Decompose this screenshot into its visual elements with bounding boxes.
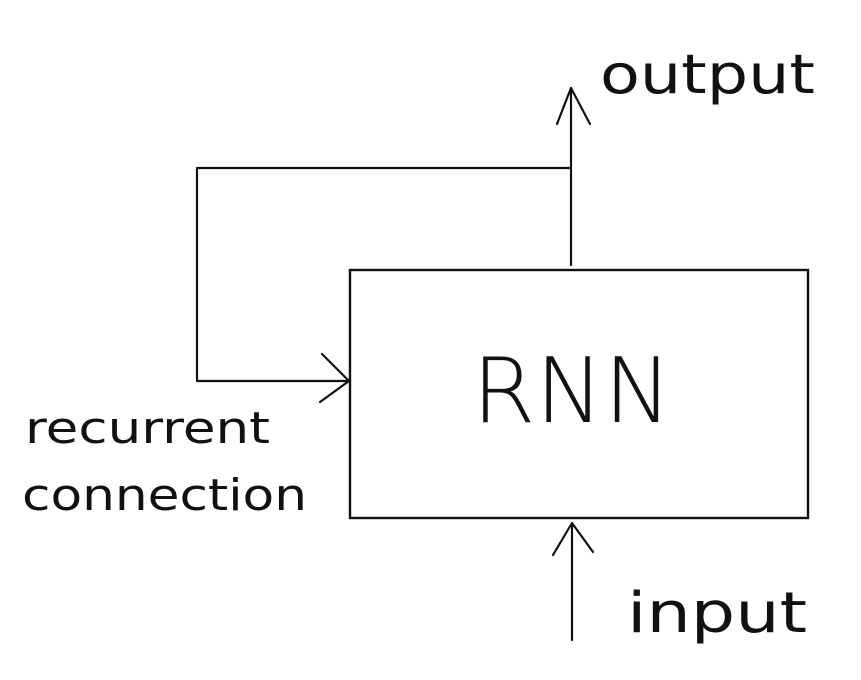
input-arrowhead [551, 521, 595, 557]
rnn-block [348, 268, 810, 520]
recurrent-arrowhead [318, 352, 351, 404]
input-label: input [627, 581, 807, 646]
recurrent-label-line1: recurrent [25, 403, 270, 454]
recurrent-connection-line [195, 166, 573, 383]
rnn-block-label: RNN [472, 339, 672, 444]
recurrent-label-line2: connection [22, 470, 307, 521]
output-label: output [600, 43, 815, 106]
output-arrowhead [555, 86, 592, 126]
